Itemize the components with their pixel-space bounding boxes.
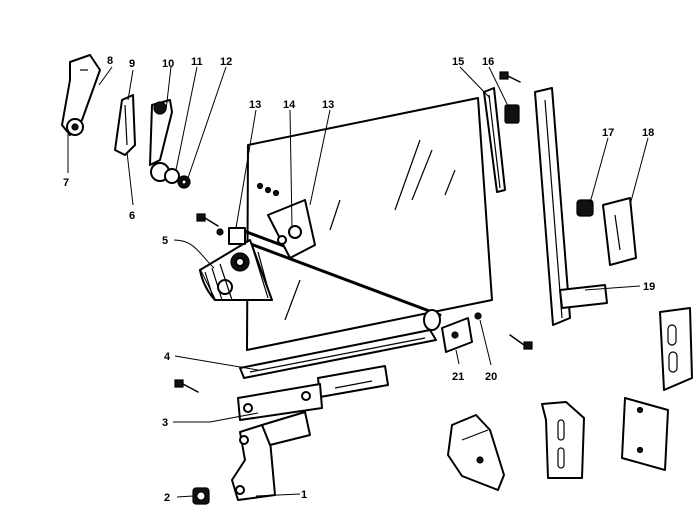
hook-bracket	[447, 414, 505, 491]
hex-nut	[192, 487, 210, 505]
callout-16: 16	[482, 56, 494, 68]
callout-1: 1	[301, 489, 307, 501]
callout-18: 18	[642, 127, 654, 139]
regulator-sector-gear	[199, 227, 273, 301]
stop-pad	[576, 199, 594, 217]
escutcheon-plate	[114, 94, 136, 156]
callout-9: 9	[129, 58, 135, 70]
callout-4: 4	[164, 351, 171, 363]
callout-2: 2	[164, 492, 170, 504]
callout-14: 14	[283, 99, 296, 111]
support-bracket	[231, 411, 311, 501]
callout-10: 10	[162, 58, 174, 70]
callout-5: 5	[162, 235, 168, 247]
regulator-mounting-bracket	[237, 383, 323, 421]
callout-labels: 1 2 3 4 5 6 7 8 9 10 11 12 13 13 14 15 1…	[63, 55, 655, 504]
glass-run-channel	[483, 87, 520, 193]
vertical-guide-rail	[534, 87, 608, 326]
crank-shaft-assembly	[149, 99, 191, 189]
leader-lines	[67, 66, 649, 498]
callout-21: 21	[452, 371, 464, 383]
callout-20: 20	[485, 371, 497, 383]
screw	[499, 71, 521, 83]
callout-11: 11	[191, 56, 203, 68]
callout-8: 8	[107, 55, 113, 67]
slotted-bracket	[659, 307, 693, 391]
callout-3: 3	[162, 417, 168, 429]
flat-plate	[621, 397, 669, 471]
u-bracket	[541, 401, 585, 479]
callout-19: 19	[643, 281, 655, 293]
lift-roller-bracket	[423, 309, 482, 353]
callout-15: 15	[452, 56, 464, 68]
mounting-screws	[174, 71, 533, 393]
callout-17: 17	[602, 127, 614, 139]
loose-brackets	[447, 307, 693, 491]
screw	[174, 379, 199, 393]
window-regulator-arms	[234, 199, 442, 317]
callout-6: 6	[129, 210, 135, 222]
trim-cover	[602, 197, 637, 266]
callout-13-left: 13	[249, 99, 261, 111]
screw	[509, 334, 533, 350]
callout-13-right: 13	[322, 99, 334, 111]
callout-7: 7	[63, 177, 69, 189]
callout-12: 12	[220, 56, 232, 68]
window-crank-handle	[61, 54, 101, 136]
screw	[196, 213, 219, 227]
